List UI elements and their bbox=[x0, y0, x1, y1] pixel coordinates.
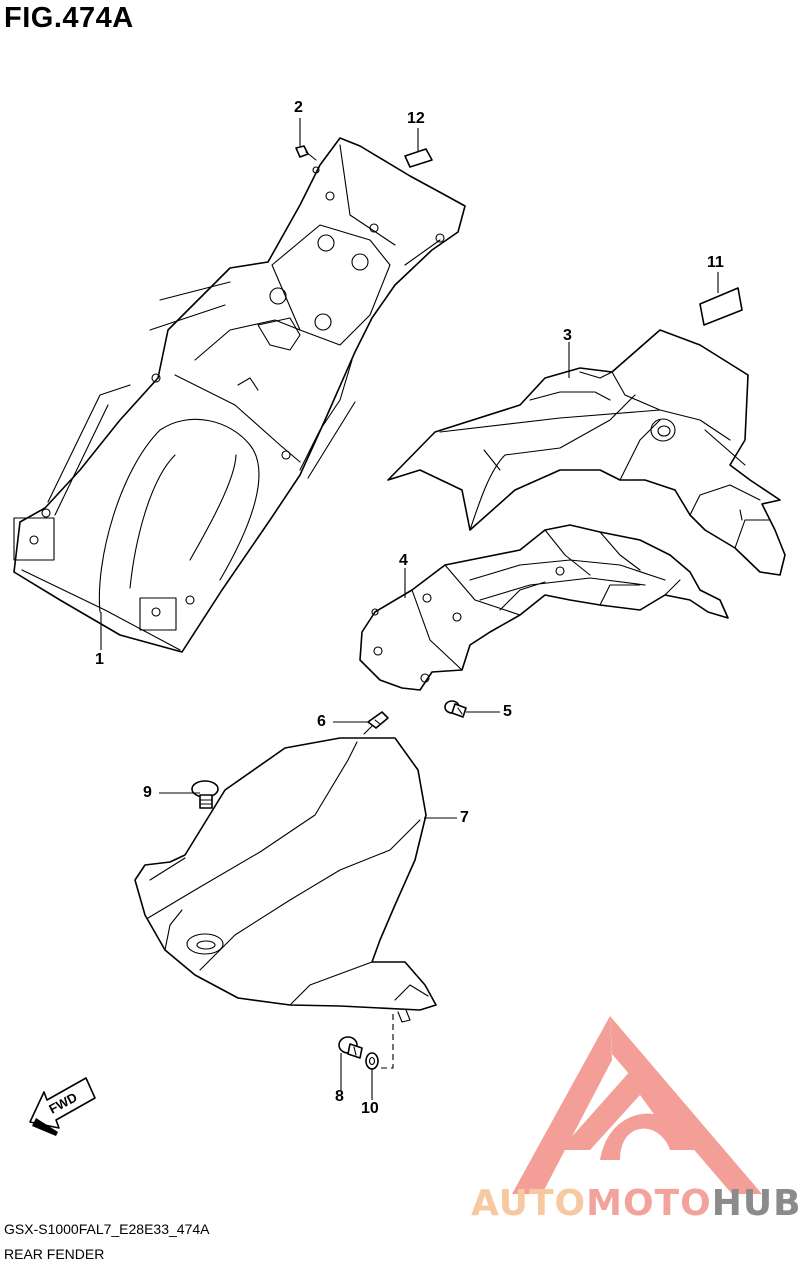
callout-1: 1 bbox=[95, 651, 104, 668]
callout-5: 5 bbox=[503, 703, 512, 720]
callout-10: 10 bbox=[361, 1100, 379, 1117]
part-1-rear-fender-inner bbox=[13, 137, 466, 653]
leader-lines bbox=[100, 118, 719, 1100]
callout-8: 8 bbox=[335, 1088, 344, 1105]
part-6-screw bbox=[363, 711, 389, 735]
section-name: REAR FENDER bbox=[4, 1246, 105, 1262]
figure-title: FIG.474A bbox=[4, 2, 134, 34]
part-5-screw bbox=[444, 700, 467, 718]
callout-9: 9 bbox=[143, 784, 152, 801]
callout-6: 6 bbox=[317, 713, 326, 730]
part-3-rear-fender-cover bbox=[387, 329, 786, 576]
fwd-arrow-icon bbox=[29, 1077, 96, 1136]
part-8-bolt bbox=[338, 1036, 363, 1059]
triangle-logo-icon bbox=[512, 1016, 762, 1194]
part-7-rear-hugger bbox=[134, 737, 437, 1023]
callout-2: 2 bbox=[294, 99, 303, 116]
callout-4: 4 bbox=[399, 552, 408, 569]
watermark-auto: AUTO bbox=[471, 1183, 587, 1224]
watermark-hub: HUB bbox=[711, 1183, 800, 1224]
callout-11: 11 bbox=[707, 254, 724, 271]
callout-3: 3 bbox=[563, 327, 572, 344]
callout-12: 12 bbox=[407, 110, 425, 127]
part-12-label bbox=[404, 148, 433, 168]
part-11-label bbox=[699, 287, 743, 326]
model-code: GSX-S1000FAL7_E28E33_474A bbox=[4, 1221, 210, 1237]
watermark-wordmark: AUTOMOTOHUB bbox=[471, 1183, 800, 1224]
watermark-moto: MOTO bbox=[586, 1183, 712, 1224]
callout-7: 7 bbox=[460, 809, 469, 826]
part-2-screw bbox=[295, 145, 317, 161]
fwd-label: FWD bbox=[46, 1090, 79, 1117]
part-4-fender-bracket bbox=[359, 524, 729, 691]
